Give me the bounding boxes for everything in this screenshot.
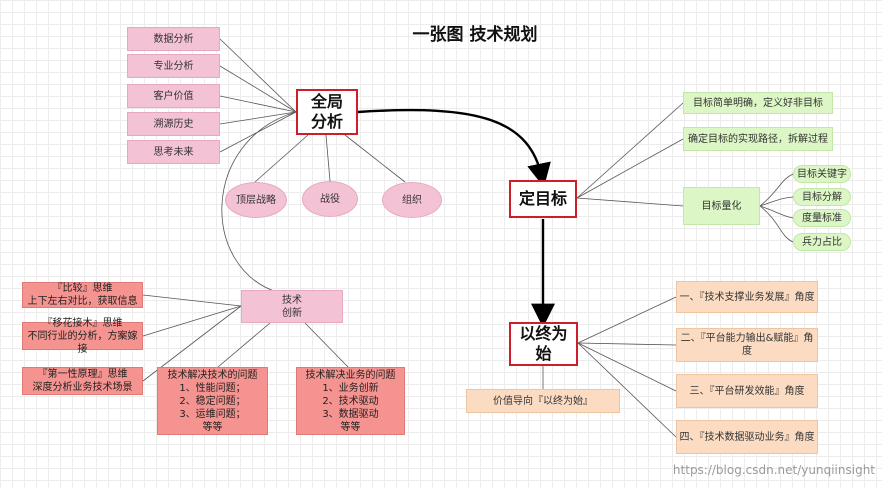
node-goal-decompose: 目标分解 — [793, 188, 851, 206]
link-global-strategy — [254, 134, 309, 183]
node-goal-metrics: 度量标准 — [793, 209, 851, 227]
link-goal-clear — [576, 102, 684, 199]
node-first-principle: 『第一性原理』思维 深度分析业务技术场景 — [22, 367, 143, 395]
node-angle-3: 三、『平台研发效能』角度 — [676, 374, 818, 408]
node-value-oriented: 价值导向『以终为始』 — [466, 389, 620, 413]
node-angle-2: 二、『平台能力输出&赋能』角度 — [676, 328, 818, 362]
link-global-data — [219, 38, 297, 113]
node-campaign: 战役 — [302, 181, 358, 217]
node-data-analysis: 数据分析 — [127, 27, 220, 51]
node-think-future: 思考未来 — [127, 140, 220, 164]
node-top-strategy: 顶层战略 — [225, 182, 287, 218]
diagram-title: 一张图 技术规划 — [412, 25, 538, 45]
link-global-org — [344, 134, 406, 183]
link-global-domain — [219, 65, 297, 113]
node-begin-with-end: 以终为 始 — [509, 322, 578, 366]
link-global-campaign — [325, 134, 331, 182]
link-end-angle4 — [577, 342, 677, 438]
link-innov-biz — [304, 322, 349, 368]
node-global-analysis: 全局 分析 — [296, 89, 358, 135]
node-goal-path: 确定目标的实现路径，拆解过程 — [683, 127, 833, 151]
link-global-history — [219, 111, 297, 125]
link-innov-graft — [142, 305, 242, 337]
node-set-goal: 定目标 — [509, 180, 577, 218]
node-angle-1: 一、『技术支撑业务发展』角度 — [676, 281, 818, 313]
node-tech-problems: 技术解决技术的问题 1、性能问题； 2、稳定问题； 3、运维问题； 等等 — [157, 367, 268, 435]
link-end-angle1 — [577, 296, 677, 344]
link-innov-compare — [142, 294, 242, 307]
link-quant-keywords — [759, 173, 794, 207]
link-end-angle2 — [577, 342, 677, 346]
node-goal-clear: 目标简单明确，定义好非目标 — [683, 92, 833, 114]
link-global-customer — [219, 95, 297, 113]
node-goal-keywords: 目标关键字 — [793, 165, 851, 183]
node-biz-problems: 技术解决业务的问题 1、业务创新 2、技术驱动 3、数据驱动 等等 — [296, 367, 405, 435]
link-global-innovation — [221, 111, 297, 294]
node-organization: 组织 — [382, 182, 442, 218]
node-graft-thinking: 『移花接木』思维 不同行业的分析，方案嫁接 — [22, 318, 143, 355]
node-domain-analysis: 专业分析 — [127, 54, 220, 78]
node-goal-quantify: 目标量化 — [683, 187, 760, 225]
arrow-global-goal — [357, 108, 551, 188]
node-tech-innovation: 技术 创新 — [241, 290, 343, 323]
node-angle-4: 四、『技术数据驱动业务』角度 — [676, 420, 818, 454]
node-trace-history: 溯源历史 — [127, 112, 220, 136]
link-end-angle3 — [577, 342, 677, 392]
link-goal-quantify — [576, 197, 684, 207]
link-innov-tech — [217, 322, 271, 368]
link-goal-path — [576, 138, 684, 199]
node-compare-thinking: 『比较』思维 上下左右对比，获取信息 — [22, 282, 143, 308]
link-quant-force — [759, 205, 794, 243]
link-quant-decompose — [759, 196, 794, 207]
node-customer-value: 客户价值 — [127, 84, 220, 108]
node-goal-force-ratio: 兵力占比 — [793, 233, 851, 251]
link-quant-metrics — [759, 205, 794, 219]
watermark-url: https://blog.csdn.net/yunqiinsight — [672, 463, 875, 477]
